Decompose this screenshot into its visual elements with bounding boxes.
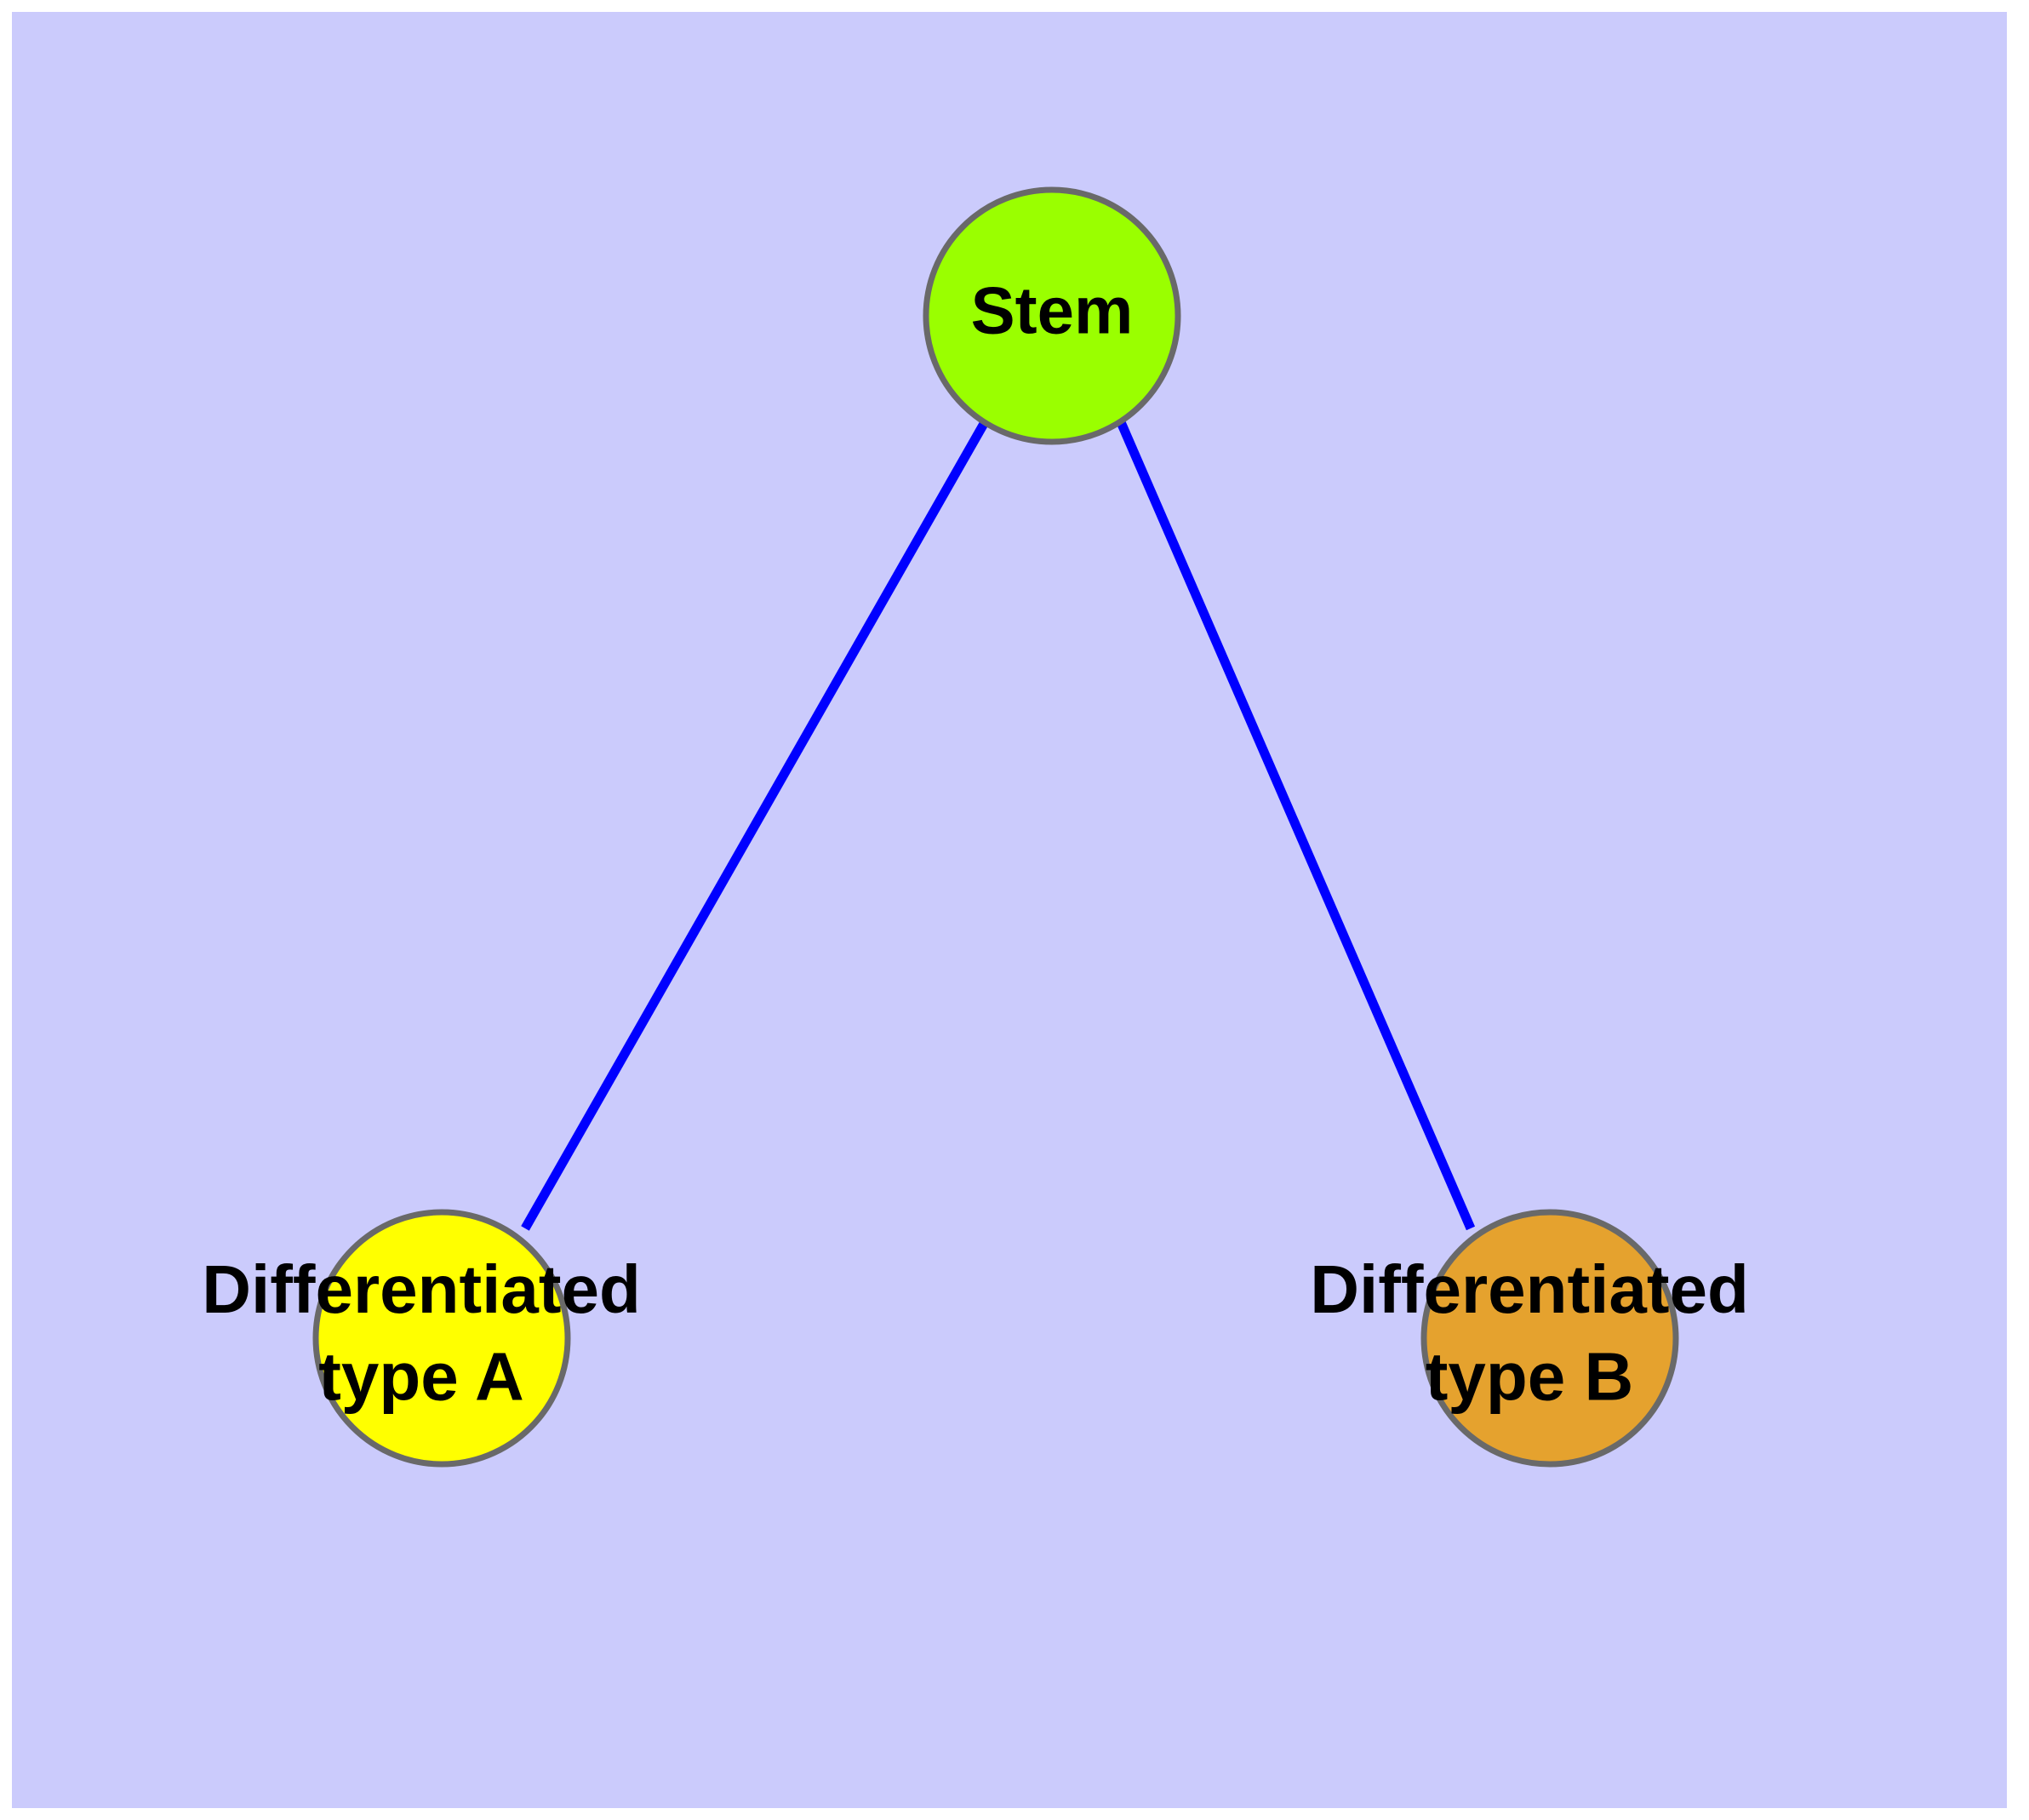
node-label-differentiated-type-a-line1: Differentiated bbox=[202, 1251, 641, 1327]
node-differentiated-type-b[interactable] bbox=[1420, 1209, 1679, 1468]
node-label-stem: Stem bbox=[971, 273, 1134, 348]
nodes-layer bbox=[312, 186, 1679, 1468]
node-label-differentiated-type-a-line2: type A bbox=[318, 1338, 524, 1414]
edge-stem-to-differentiated-type-a[interactable] bbox=[521, 420, 989, 1231]
labels-layer: Stem Differentiated type A Differentiate… bbox=[202, 273, 1749, 1415]
edge-stem-to-differentiated-type-b[interactable] bbox=[1116, 420, 1476, 1231]
edges-layer bbox=[521, 420, 1476, 1231]
node-label-differentiated-type-b-line2: type B bbox=[1426, 1338, 1634, 1414]
node-label-differentiated-type-b-line1: Differentiated bbox=[1310, 1251, 1749, 1327]
node-differentiated-type-a[interactable] bbox=[312, 1209, 571, 1468]
node-stem[interactable] bbox=[923, 186, 1181, 445]
